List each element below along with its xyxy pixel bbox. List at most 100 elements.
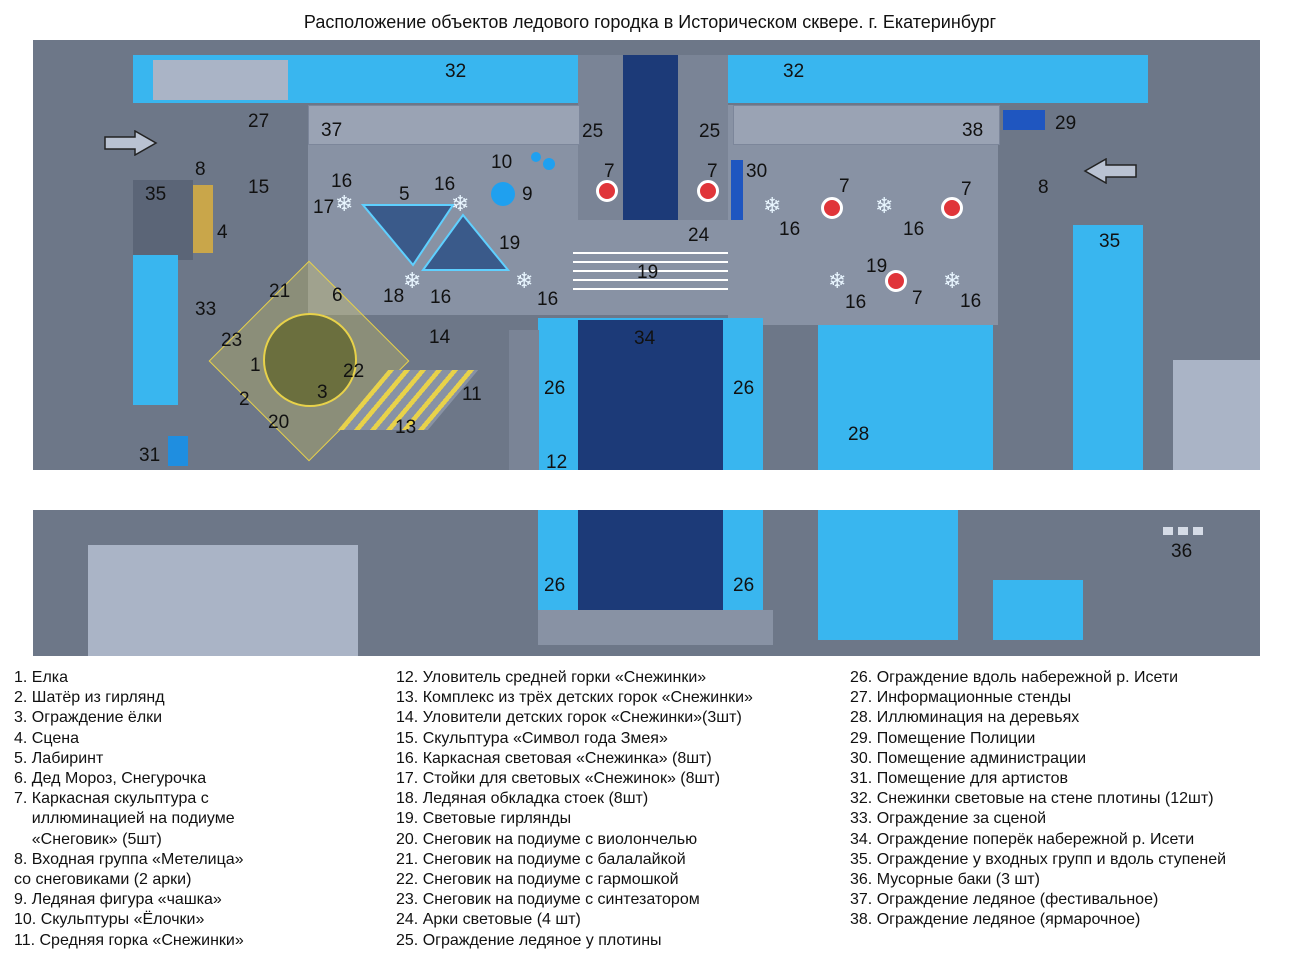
map-break: [33, 470, 1260, 510]
stage-area: [133, 180, 193, 260]
christmas-tree: [263, 313, 357, 407]
small-tree-10: [543, 158, 555, 170]
legend-item: 23. Снеговик на подиуме с синтезатором: [396, 891, 700, 909]
map-label-5: 5: [399, 184, 410, 205]
site-plan: ❄ ❄ ❄ ❄ ❄ ❄ ❄ ❄ 32 32 27 37 25 25 38 29 …: [33, 40, 1260, 656]
legend-item: 29. Помещение Полиции: [850, 729, 1036, 747]
legend-item: иллюминацией на подиуме: [14, 810, 235, 828]
map-label-37: 37: [321, 120, 343, 141]
map-label-16: 16: [331, 171, 353, 192]
labyrinth: [360, 204, 511, 271]
artist-room-31: [168, 436, 188, 466]
map-label-16: 16: [430, 287, 452, 308]
map-label-19: 19: [637, 262, 659, 283]
dam-building-left: [153, 60, 288, 100]
legend-item: 9. Ледяная фигура «чашка»: [14, 891, 222, 909]
snowflake-icon: ❄: [943, 268, 962, 293]
map-label-26: 26: [733, 378, 755, 399]
snowman-icon: [697, 180, 719, 202]
legend-item: 32. Снежинки световые на стене плотины (…: [850, 790, 1214, 808]
map-label-6: 6: [332, 285, 343, 306]
legend-item: 35. Ограждение у входных групп и вдоль с…: [850, 850, 1227, 868]
map-label-19: 19: [499, 233, 521, 254]
legend-item: 15. Скульптура «Символ года Змея»: [396, 729, 668, 747]
map-label-25: 25: [582, 121, 604, 142]
map-label-15: 15: [248, 177, 270, 198]
map-label-22: 22: [343, 361, 365, 382]
map-label-16: 16: [779, 219, 801, 240]
snowflake-icon: ❄: [875, 193, 894, 218]
entrance-arrow-left-icon: [104, 130, 158, 156]
map-label-1: 1: [250, 355, 261, 376]
legend-item: 27. Информационные стенды: [850, 689, 1072, 707]
legend-item: 30. Помещение администрации: [850, 749, 1087, 767]
map-label-26: 26: [544, 575, 566, 596]
map-label-35: 35: [1099, 231, 1121, 252]
bridge: [538, 610, 773, 645]
snowman-icon: [941, 197, 963, 219]
dam-wall-right: [728, 55, 1148, 103]
map-label-18: 18: [383, 286, 405, 307]
map-label-7: 7: [912, 288, 923, 309]
snowflake-icon: ❄: [515, 268, 534, 293]
legend-item: 2. Шатёр из гирлянд: [14, 689, 165, 707]
map-label-12: 12: [546, 452, 568, 473]
legend-item: 17. Стойки для световых «Снежинок» (8шт): [396, 770, 721, 788]
map-label-27: 27: [248, 111, 270, 132]
map-label-7: 7: [604, 161, 615, 182]
legend-item: 6. Дед Мороз, Снегурочка: [14, 770, 207, 788]
snowflake-icon: ❄: [763, 193, 782, 218]
light-garlands-19: [573, 245, 728, 290]
legend-item: 26. Ограждение вдоль набережной р. Исети: [850, 669, 1179, 686]
legend-item: 37. Ограждение ледяное (фестивальное): [850, 891, 1159, 909]
legend-column-3: 26. Ограждение вдоль набережной р. Исети…: [850, 668, 1226, 931]
slide-11: [509, 330, 539, 470]
legend-item: 21. Снеговик на подиуме с балалайкой: [396, 850, 686, 868]
lawn-lower-right: [993, 580, 1083, 640]
river-water: [578, 320, 723, 473]
map-label-32: 32: [783, 61, 805, 82]
dam-water-channel: [623, 55, 678, 220]
map-label-32: 32: [445, 61, 467, 82]
map-label-17: 17: [313, 197, 335, 218]
map-label-16: 16: [845, 292, 867, 313]
map-label-33: 33: [195, 299, 217, 320]
map-label-20: 20: [268, 412, 290, 433]
building-lower-left: [88, 545, 358, 656]
map-label-13: 13: [395, 417, 417, 438]
map-label-14: 14: [429, 327, 451, 348]
legend-item: 19. Световые гирлянды: [396, 810, 572, 828]
legend-item: 12. Уловитель средней горки «Снежинки»: [396, 669, 707, 686]
small-tree-10: [531, 152, 541, 162]
snowflake-icon: ❄: [403, 268, 422, 293]
legend-item: 11. Средняя горка «Снежинки»: [14, 931, 244, 949]
map-label-24: 24: [688, 225, 710, 246]
map-label-9: 9: [522, 184, 533, 205]
map-label-3: 3: [317, 382, 328, 403]
map-label-10: 10: [491, 152, 513, 173]
map-label-29: 29: [1055, 113, 1077, 134]
snowman-icon: [596, 180, 618, 202]
map-label-28: 28: [848, 424, 870, 445]
legend-column-1: 1. Елка 2. Шатёр из гирлянд 3. Ограждени…: [14, 668, 244, 951]
snowman-icon: [821, 197, 843, 219]
map-label-30: 30: [746, 161, 768, 182]
legend-item: со снеговиками (2 арки): [14, 871, 192, 889]
police-room-29: [1003, 110, 1045, 130]
legend-item: 14. Уловители детских горок «Снежинки»(3…: [396, 709, 742, 727]
map-label-26: 26: [544, 378, 566, 399]
legend-item: 16. Каркасная световая «Снежинка» (8шт): [396, 749, 712, 767]
legend-item: 20. Снеговик на подиуме с виолончелью: [396, 830, 698, 848]
fence-33: [133, 255, 178, 405]
entrance-steps-right: [1073, 225, 1143, 475]
snowflake-icon: ❄: [335, 191, 354, 216]
map-label-11: 11: [462, 384, 482, 405]
snowflake-icon: ❄: [451, 191, 470, 216]
trash-bins-36: [1163, 527, 1203, 535]
stage-4: [193, 185, 213, 253]
legend-item: 18. Ледяная обкладка стоек (8шт): [396, 790, 649, 808]
map-label-2: 2: [239, 389, 250, 410]
legend-item: 4. Сцена: [14, 729, 79, 747]
legend-column-2: 12. Уловитель средней горки «Снежинки» 1…: [396, 668, 753, 951]
legend-item: 28. Иллюминация на деревьях: [850, 709, 1080, 727]
